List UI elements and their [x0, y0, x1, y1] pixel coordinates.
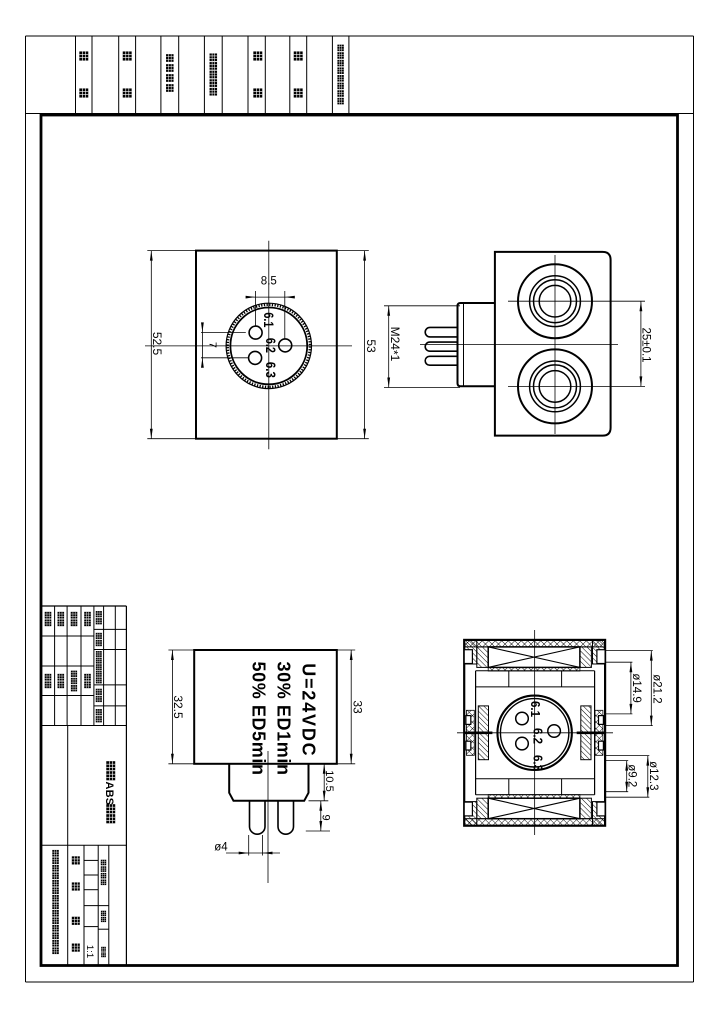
svg-text:33: 33: [350, 700, 364, 714]
svg-text:1:1: 1:1: [84, 945, 95, 958]
svg-text:ø4: ø4: [214, 842, 228, 854]
svg-text:8.5: 8.5: [261, 276, 277, 288]
svg-text:ø21.2: ø21.2: [651, 674, 663, 703]
svg-text:ø14.9: ø14.9: [630, 673, 642, 702]
svg-text:ø12.3: ø12.3: [647, 761, 659, 790]
svg-text:M24*1: M24*1: [386, 327, 402, 362]
svg-text:50% ED5min: 50% ED5min: [249, 662, 269, 776]
svg-text:6.2: 6.2: [531, 728, 545, 744]
svg-text:ø9.2: ø9.2: [626, 764, 638, 787]
svg-text:32.5: 32.5: [171, 695, 185, 719]
svg-text:6.3: 6.3: [263, 362, 279, 378]
svg-text:53: 53: [364, 339, 378, 353]
svg-text:9: 9: [319, 814, 331, 820]
svg-text:6.2: 6.2: [263, 338, 279, 353]
svg-text:52.5: 52.5: [150, 332, 164, 356]
svg-text:25±0.1: 25±0.1: [640, 327, 652, 362]
svg-text:6.3: 6.3: [531, 755, 545, 771]
svg-text:U=24VDC: U=24VDC: [299, 663, 319, 757]
svg-text:7: 7: [207, 342, 219, 348]
svg-text:6.1: 6.1: [261, 312, 277, 327]
svg-text:30% ED1min: 30% ED1min: [274, 662, 294, 776]
svg-text:10.5: 10.5: [323, 770, 335, 791]
svg-text:ABS: ABS: [103, 782, 115, 806]
